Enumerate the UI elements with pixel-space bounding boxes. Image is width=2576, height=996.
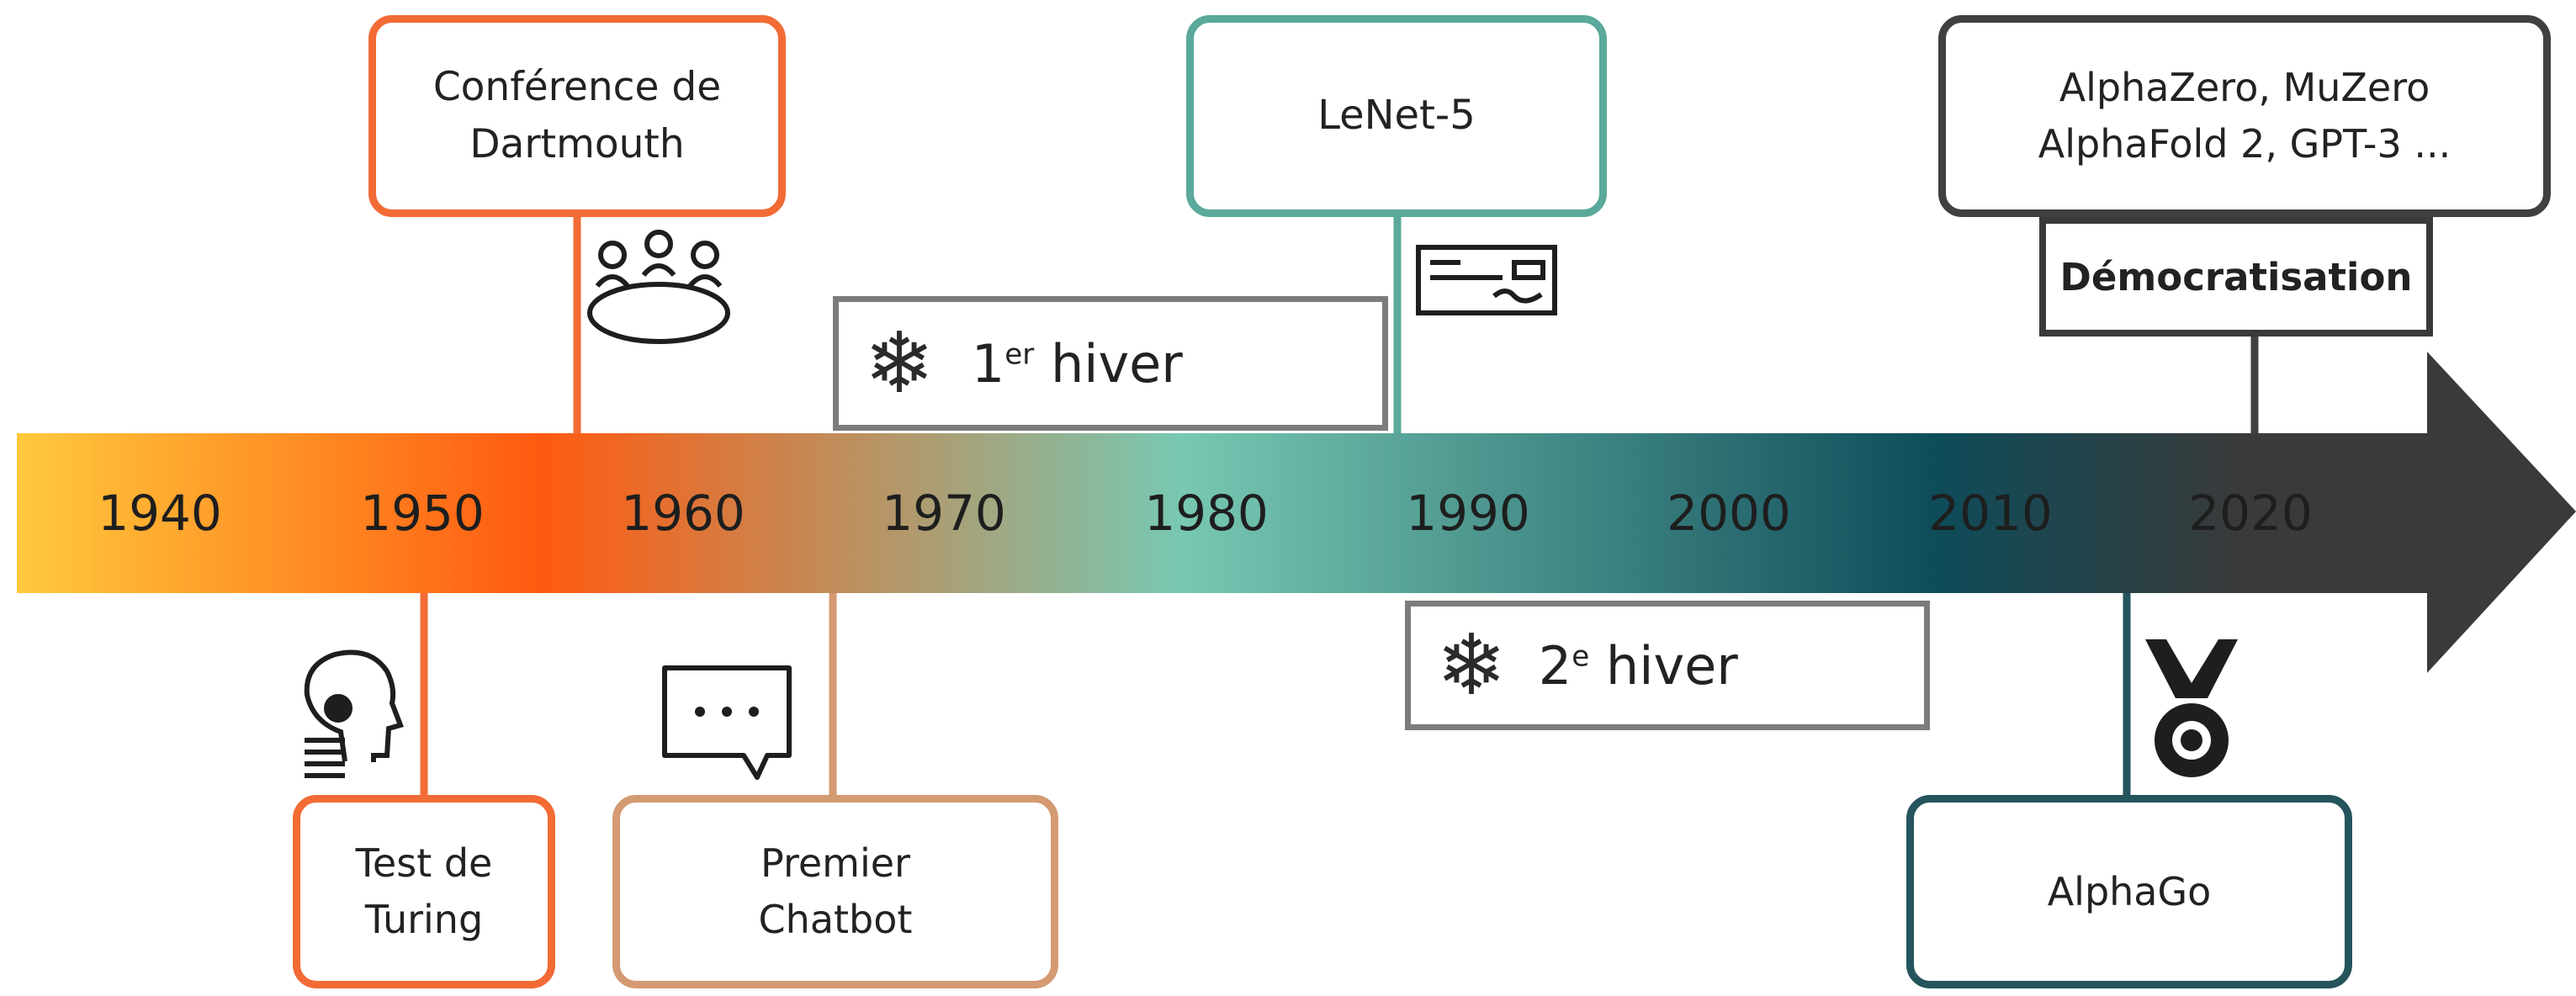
year-label: 2020 <box>2188 485 2313 542</box>
winter-ordinal: 1 <box>971 332 1005 395</box>
year-label: 1980 <box>1144 485 1269 542</box>
year-label: 1950 <box>360 485 485 542</box>
winter-label: 2e hiver <box>1539 635 1738 697</box>
snowflake-icon: ❄ <box>1436 616 1507 714</box>
year-label: 1960 <box>621 485 745 542</box>
event-lenet: LeNet-5 <box>1186 15 1607 217</box>
winter-word: hiver <box>1589 634 1738 697</box>
democratisation-label: Démocratisation <box>2059 254 2413 299</box>
meeting-table-icon <box>587 230 730 344</box>
winter-ordinal: 2 <box>1538 634 1572 697</box>
check-document-icon <box>1416 245 1557 315</box>
event-dartmouth: Conférence de Dartmouth <box>368 15 786 217</box>
event-label: AlphaZero, MuZero AlphaFold 2, GPT-3 ... <box>2038 65 2451 167</box>
event-label: Conférence de Dartmouth <box>432 63 722 167</box>
winter-word: hiver <box>1034 332 1183 395</box>
year-label: 2000 <box>1667 485 1791 542</box>
timeline-arrow <box>17 352 2576 673</box>
event-label: Test de Turing <box>355 840 493 942</box>
year-label: 1990 <box>1406 485 1530 542</box>
event-label: LeNet-5 <box>1317 92 1476 140</box>
medal-icon <box>2145 639 2238 777</box>
snowflake-icon: ❄ <box>864 314 935 412</box>
democratisation-tag: Démocratisation <box>2039 217 2433 336</box>
event-alphazero: AlphaZero, MuZero AlphaFold 2, GPT-3 ... <box>1938 15 2551 217</box>
winter-ordinal-suffix: er <box>1004 336 1035 371</box>
event-alphago: AlphaGo <box>1906 795 2352 988</box>
event-label: Premier Chatbot <box>758 840 913 942</box>
year-label: 1970 <box>882 485 1006 542</box>
year-label: 1940 <box>98 485 222 542</box>
speech-bubble-icon <box>662 665 792 780</box>
winter-second: ❄ 2e hiver <box>1405 601 1930 730</box>
event-turing: Test de Turing <box>293 795 555 988</box>
event-chatbot: Premier Chatbot <box>612 795 1058 988</box>
winter-label: 1er hiver <box>972 333 1183 395</box>
event-label: AlphaGo <box>2047 868 2212 914</box>
winter-ordinal-suffix: e <box>1572 638 1590 673</box>
year-label: 2010 <box>1928 485 2053 542</box>
robot-head-icon <box>304 649 404 778</box>
winter-first: ❄ 1er hiver <box>833 296 1388 431</box>
